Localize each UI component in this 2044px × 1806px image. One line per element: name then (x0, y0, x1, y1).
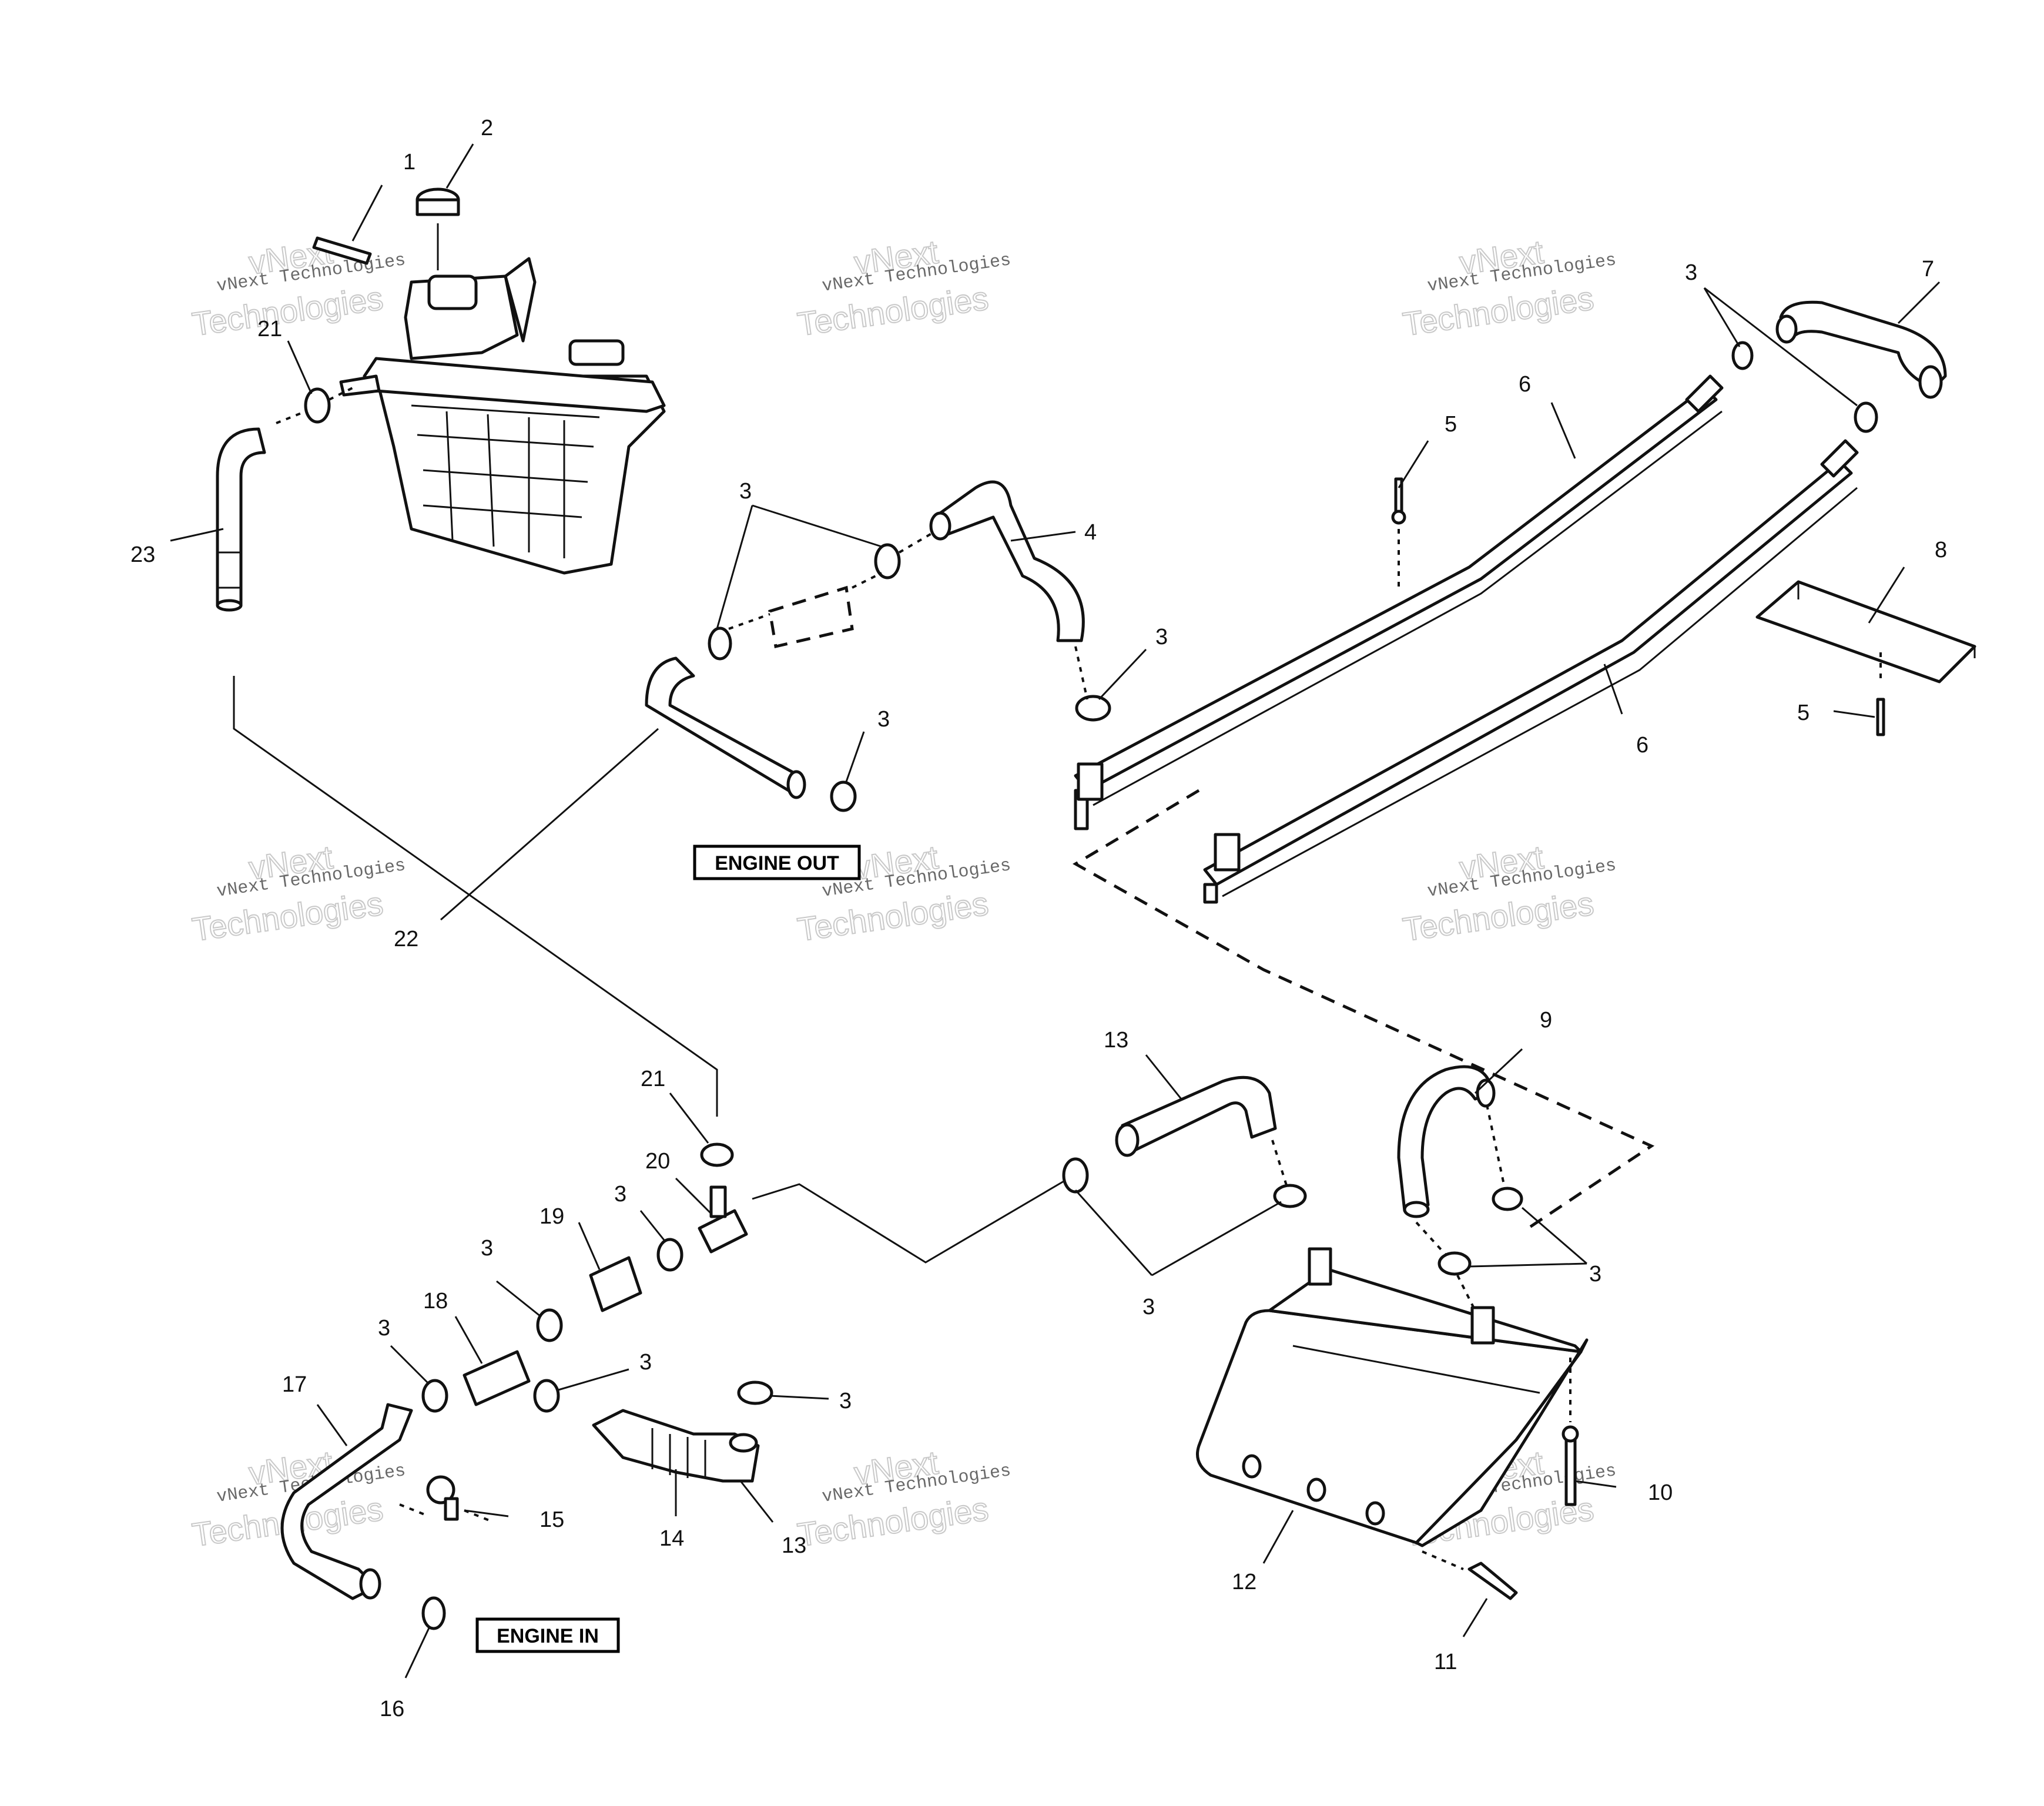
leader-lines (170, 143, 1941, 1678)
hose-19 (589, 1256, 642, 1312)
callout-10: 10 (1648, 1480, 1673, 1505)
callout-22: 22 (394, 927, 418, 951)
clamp-3-e (1731, 341, 1754, 370)
heat-exchanger-12 (1196, 1247, 1589, 1547)
tee-18 (463, 1350, 531, 1406)
callout-3: 3 (1589, 1262, 1601, 1286)
callout-18: 18 (423, 1289, 448, 1314)
callout-4: 4 (1084, 520, 1097, 545)
clamp-3-i (421, 1379, 448, 1413)
callout-21: 21 (641, 1067, 665, 1091)
callout-labels: 1 2 21 23 3 4 3 3 22 5 6 3 7 8 5 6 9 13 … (130, 116, 1947, 1721)
callout-11: 11 (1434, 1650, 1457, 1674)
watermarks: vNext vNext Technologies Technologies vN… (189, 232, 1617, 1554)
callout-3: 3 (877, 707, 890, 732)
callout-9: 9 (1540, 1008, 1552, 1033)
watermark: vNext vNext Technologies Technologies (795, 1443, 1012, 1554)
clamp-3-l (1062, 1157, 1089, 1194)
clamp-16 (421, 1596, 446, 1630)
clamp-3-b (874, 543, 901, 579)
watermark: vNext vNext Technologies Technologies (1400, 232, 1617, 343)
clamp-3-c (1075, 695, 1111, 722)
clamp-21-top (276, 387, 353, 424)
clamp-3-m (1273, 1184, 1307, 1208)
watermark: vNext vNext Technologies Technologies (189, 837, 407, 949)
callout-3: 3 (839, 1389, 852, 1413)
bolt-10 (1562, 1358, 1579, 1506)
radiator-rail-lower (1203, 439, 1859, 904)
callout-3: 3 (1155, 625, 1168, 649)
callout-3: 3 (739, 479, 752, 504)
callout-14: 14 (659, 1526, 684, 1551)
dots-upper-left (728, 531, 1088, 700)
hose-22 (645, 656, 806, 799)
watermark: vNext vNext Technologies Technologies (1400, 837, 1617, 949)
dots-13 (1271, 1140, 1288, 1188)
callout-3: 3 (481, 1236, 493, 1261)
callout-13: 13 (782, 1533, 806, 1558)
hose-7 (1775, 300, 1947, 399)
engine-out-tag: ENGINE OUT (693, 845, 861, 880)
watermark: vNext vNext Technologies Technologies (189, 232, 407, 343)
watermark: vNext vNext Technologies Technologies (795, 232, 1012, 343)
hose-9 (1397, 1065, 1496, 1218)
callout-3: 3 (639, 1350, 652, 1375)
callout-3: 3 (378, 1316, 390, 1341)
hose-13 (1115, 1075, 1277, 1157)
callout-6: 6 (1636, 733, 1648, 758)
clamp-3-o (1437, 1251, 1472, 1276)
clamp-3-j (533, 1379, 560, 1413)
callout-23: 23 (130, 542, 155, 567)
engine-in-tag: ENGINE IN (475, 1617, 620, 1653)
callout-2: 2 (481, 116, 493, 140)
svg-text:ENGINE IN: ENGINE IN (497, 1625, 599, 1647)
bolt-5-top (1391, 477, 1406, 588)
dots-9 (1415, 1104, 1506, 1311)
callout-16: 16 (380, 1697, 404, 1721)
callout-3: 3 (614, 1182, 626, 1207)
clamp-3-k (737, 1381, 773, 1405)
clamp-3-a (708, 626, 732, 661)
clamp-3-g (656, 1238, 683, 1272)
bolt-11 (1422, 1550, 1518, 1600)
callout-13: 13 (1104, 1028, 1128, 1053)
svg-text:ENGINE OUT: ENGINE OUT (715, 852, 839, 874)
link-line-23-21 (233, 676, 718, 1117)
callout-20: 20 (645, 1149, 670, 1174)
callout-6: 6 (1519, 372, 1531, 397)
clamp-3-d (830, 780, 857, 812)
callout-17: 17 (282, 1372, 307, 1397)
callout-8: 8 (1935, 538, 1947, 562)
callout-15: 15 (540, 1507, 564, 1532)
clamp-3-f (1854, 401, 1878, 433)
tee-20 (698, 1185, 748, 1254)
callout-3: 3 (1142, 1295, 1155, 1319)
hose-23 (216, 427, 266, 612)
callout-21: 21 (257, 317, 282, 341)
callout-7: 7 (1922, 257, 1934, 282)
callout-3: 3 (1685, 260, 1697, 285)
connection-lines (233, 676, 1655, 1264)
tee-fitting-dashed (768, 585, 854, 649)
clamp-3-h (536, 1308, 563, 1342)
link-dashed-radiator-9 (1073, 789, 1655, 1230)
clip-15 (399, 1475, 494, 1523)
radiator-rail-upper (1074, 374, 1724, 830)
reservoir-tank (312, 187, 666, 575)
callout-12: 12 (1232, 1570, 1256, 1594)
bracket-8 (1755, 580, 1976, 683)
callout-19: 19 (540, 1204, 564, 1229)
callout-5: 5 (1797, 701, 1810, 725)
link-line-20-13 (752, 1180, 1064, 1264)
callout-5: 5 (1445, 412, 1457, 437)
clamp-21-bottom (700, 1142, 734, 1167)
callout-1: 1 (403, 150, 415, 175)
hose-14 (592, 1409, 760, 1483)
hose-17 (280, 1403, 413, 1600)
clamp-3-n (1492, 1187, 1523, 1211)
bolt-5-right (1876, 698, 1885, 736)
hose-4 (929, 480, 1085, 642)
